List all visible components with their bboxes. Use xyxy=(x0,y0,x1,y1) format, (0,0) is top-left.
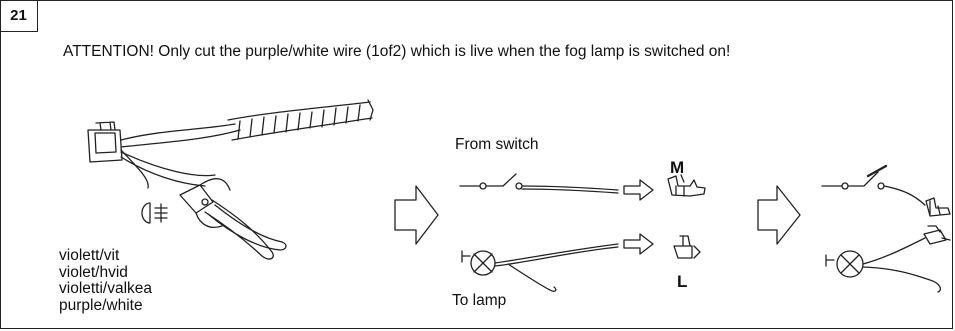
switch-wire xyxy=(521,185,619,194)
result-switch-icon xyxy=(821,164,926,206)
flow-arrow-icon xyxy=(757,185,801,245)
wire-color-danish: violet/hvid xyxy=(59,263,128,281)
cutting-pliers-icon xyxy=(179,178,287,260)
wire-color-list: violett/vit violet/hvid violetti/valkea … xyxy=(59,247,153,314)
wire-color-english: purple/white xyxy=(59,296,143,314)
connector-l-icon xyxy=(673,235,701,259)
switch-symbol-icon xyxy=(459,173,523,190)
flow-arrow-icon xyxy=(394,185,439,245)
connector-l-label: L xyxy=(677,272,688,291)
wire-harness xyxy=(87,99,374,189)
result-lamp-icon xyxy=(825,237,941,293)
connector-m-icon xyxy=(667,174,706,197)
wire-color-finnish: violetti/valkea xyxy=(59,280,153,297)
wire-color-swedish: violett/vit xyxy=(59,247,120,264)
result-connector-m-icon xyxy=(925,197,951,217)
attention-instruction: ATTENTION! Only cut the purple/white wir… xyxy=(63,43,731,60)
step-number: 21 xyxy=(0,0,38,32)
connector-m-label: M xyxy=(670,158,685,177)
small-arrow-icon xyxy=(623,179,654,201)
to-lamp-label: To lamp xyxy=(452,292,507,309)
small-arrow-icon xyxy=(623,233,654,255)
result-connector-l-icon xyxy=(923,225,951,245)
from-switch-label: From switch xyxy=(455,136,539,153)
lamp-symbol-icon xyxy=(461,250,496,276)
fog-lamp-icon xyxy=(141,202,168,224)
lamp-wire xyxy=(494,243,619,292)
